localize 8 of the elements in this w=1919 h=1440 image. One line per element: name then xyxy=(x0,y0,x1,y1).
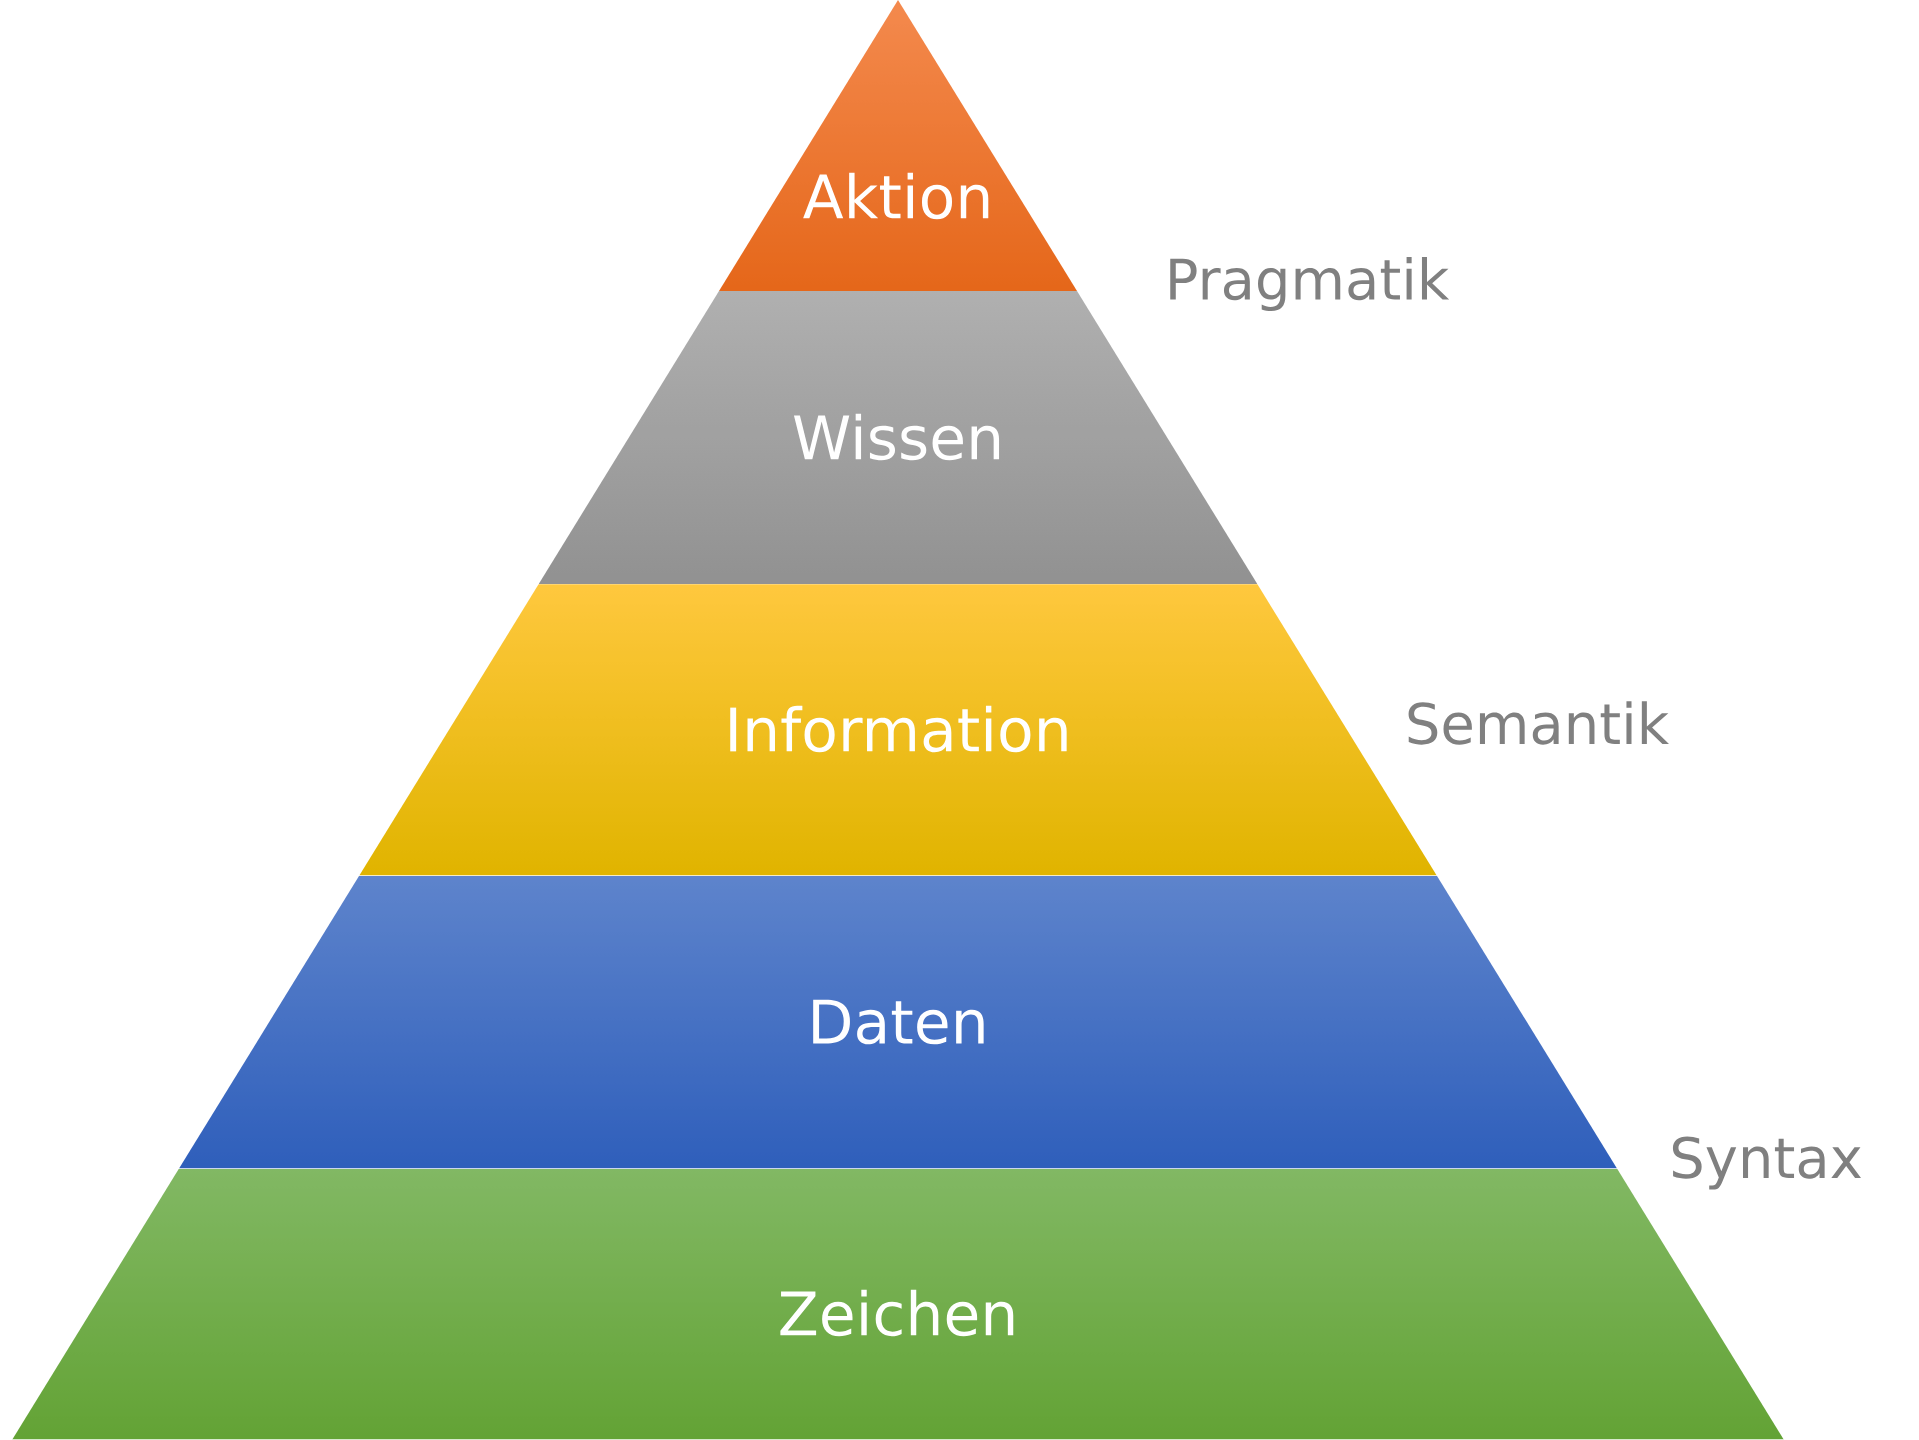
side-label: Syntax xyxy=(1672,1136,1861,1190)
pyramid-layer: Wissen xyxy=(793,413,1000,461)
pyramid-layer: Aktion xyxy=(803,172,989,220)
pyramid-layer: Daten xyxy=(813,999,984,1045)
pyramid-layer: Information xyxy=(730,705,1067,753)
pyramid-layer: Zeichen xyxy=(780,1289,1014,1337)
side-label: Pragmatik xyxy=(1170,256,1450,312)
side-label: Semantik xyxy=(1408,701,1669,745)
